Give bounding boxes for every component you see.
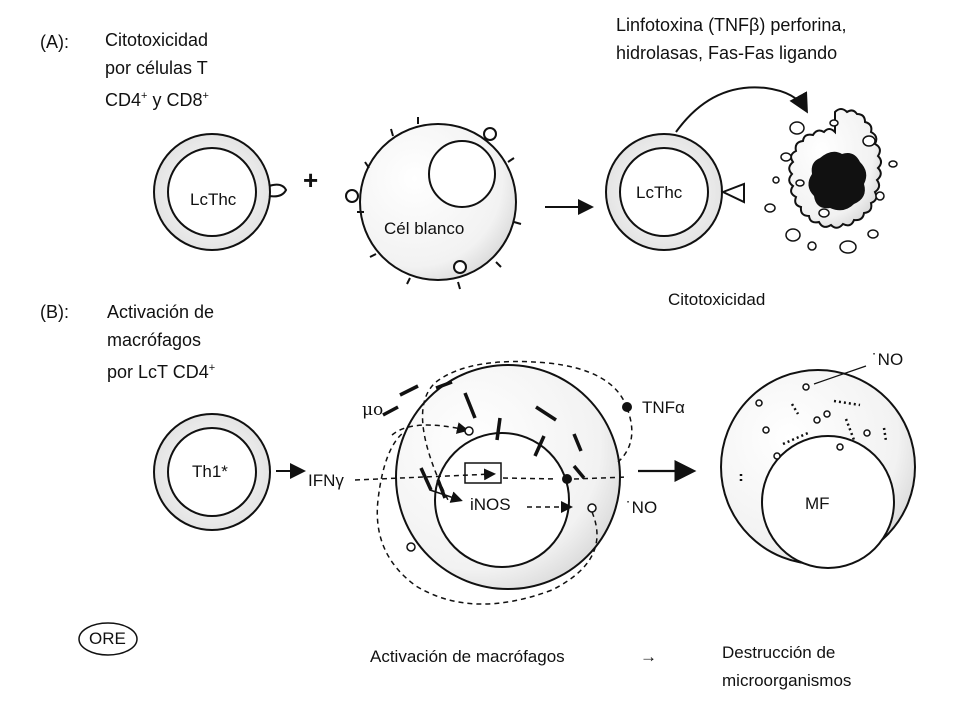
gene-to-product-arrow [502,477,558,480]
panel-b-title-line-1: Activación de [107,302,215,322]
mf-label: MF [805,494,830,513]
panel-a-label: (A): [40,32,69,52]
tnf-receptor-dot [622,402,632,412]
ore-label: ORE [89,629,126,648]
mu-o-filament [382,405,399,417]
no-label-destroyed: ˙NO [872,350,904,369]
panel-b-label: (B): [40,302,69,322]
t-cell-label: LcThc [190,190,237,209]
panel-b-subtitle: por LcT CD4+ [107,362,216,382]
inos-gene-box [464,462,502,484]
cytoskeleton-filaments [419,380,586,499]
inos-down-arrow [429,489,463,503]
ore-badge [78,622,138,656]
inos-label: iNOS [470,495,511,514]
th1-label: Th1* [192,462,228,481]
t-cell-label-2: LcThc [636,183,683,202]
panel-a-title-line-2: por células T [105,58,208,78]
ifn-gamma-label: IFNγ [308,471,344,490]
microbe-fragments [755,383,871,460]
t-helper-cell-a2 [605,133,723,251]
microorganism-dot [464,426,474,436]
lysed-target-cell [764,108,898,254]
th1-cell [153,413,271,531]
microbe-debris [739,399,888,482]
activated-macrophage [720,369,916,569]
plus-sign: + [303,165,319,195]
immune-synapse [720,182,745,204]
panel-a-subtitle: CD4+ y CD8+ [105,90,209,110]
tcr-receptor-a [268,183,288,198]
target-cell-label: Cél blanco [384,219,465,238]
tnf-product-dot [562,474,572,484]
product-to-effect-arrow [573,476,629,480]
mechanisms-line-2: hidrolasas, Fas-Fas ligando [616,43,838,63]
panel-b-title-line-2: macrófagos [107,330,202,350]
no-label-macrophage: ˙NO [626,498,658,517]
no-release-dot [587,503,597,513]
mechanisms-line-1: Linfotoxina (TNFβ) perforina, [616,15,847,35]
panel-a-title-line-1: Citotoxicidad [105,30,209,50]
mu-o-filament [399,384,419,397]
footer-left: Activación de macrófagos [370,647,565,666]
antigen-dot [345,189,359,203]
t-helper-cell-a [153,133,271,251]
result-caption: Citotoxicidad [668,290,766,309]
no-pointer-line [813,365,867,385]
antigen-dot [453,260,467,274]
mu-o-uptake-arrow [391,422,469,436]
tnf-alpha-label: TNFα [642,398,685,417]
mu-o-label: μo [362,400,384,420]
antigen-dot [483,127,497,141]
footer-right-line-2: microorganismos [722,671,852,690]
microorganism-dot [406,542,416,552]
target-cell [357,117,522,290]
tnf-loop-return [617,407,633,463]
tnf-loop-path [421,360,628,501]
outer-loop-path [376,431,598,605]
footer-arrow: → [640,647,657,666]
curved-arrow-toxins [675,86,808,133]
footer-right-line-1: Destrucción de [722,643,836,662]
